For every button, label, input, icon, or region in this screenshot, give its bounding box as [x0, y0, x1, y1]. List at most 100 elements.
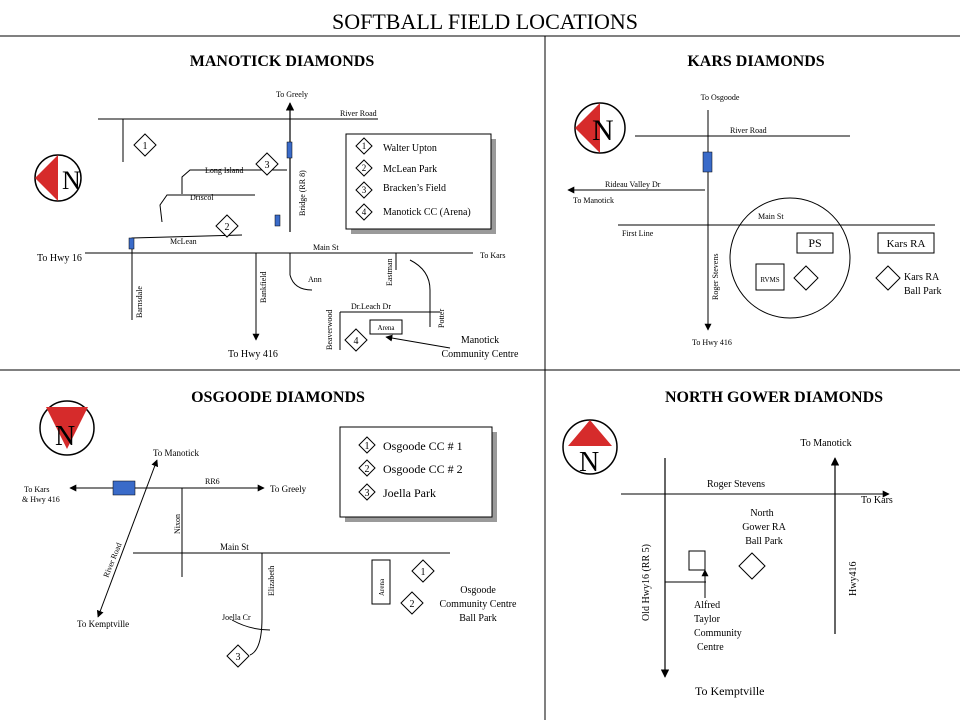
kars-rvms-box — [755, 263, 785, 291]
north-gower-alfred-2: Taylor — [694, 614, 721, 625]
kars-field-marker — [702, 151, 713, 173]
manotick-to-kars: To Kars — [480, 251, 505, 260]
north-gower-section: NORTH GOWER DIAMONDS N To Manotick Roger… — [562, 389, 893, 698]
svg-text:Osgoode CC # 1: Osgoode CC # 1 — [383, 439, 463, 453]
manotick-to-greely: To Greely — [276, 90, 308, 99]
kars-main-st: Main St — [758, 212, 784, 221]
kars-to-osgoode: To Osgoode — [701, 93, 740, 102]
svg-text:4: 4 — [354, 336, 359, 347]
north-gower-compass-icon: N — [562, 419, 618, 478]
kars-ra-box — [877, 232, 935, 254]
osgoode-heading: OSGOODE DIAMONDS — [191, 389, 365, 406]
manotick-to-hwy416: To Hwy 416 — [228, 349, 278, 360]
manotick-community-centre-2: Community Centre — [442, 349, 520, 360]
osgoode-legend-item: 2 Osgoode CC # 2 — [358, 459, 463, 477]
osgoode-marker: 2 — [400, 591, 424, 615]
manotick-community-centre-1: Manotick — [461, 335, 499, 346]
manotick-section: MANOTICK DIAMONDS N — [34, 53, 520, 360]
north-gower-alfred-1: Alfred — [694, 600, 720, 611]
manotick-legend-item: 2 McLean Park — [355, 159, 437, 177]
kars-ps-box — [796, 232, 834, 254]
manotick-legend-item: 3 Bracken’s Field — [355, 181, 446, 199]
manotick-dr-leach: Dr.Leach Dr — [351, 302, 391, 311]
kars-to-hwy416: To Hwy 416 — [692, 338, 732, 347]
osgoode-field-marker — [112, 480, 136, 496]
svg-text:1: 1 — [362, 141, 367, 151]
manotick-bridge-marker — [286, 141, 293, 159]
svg-text:3: 3 — [365, 488, 370, 499]
manotick-compass-letter: N — [62, 166, 81, 195]
north-gower-to-manotick: To Manotick — [800, 438, 851, 449]
manotick-compass-icon: N — [34, 154, 82, 202]
north-gower-heading: NORTH GOWER DIAMONDS — [665, 389, 883, 406]
osgoode-rr6: RR6 — [205, 477, 220, 486]
osgoode-marker: 1 — [411, 559, 435, 583]
osgoode-legend: 1 Osgoode CC # 1 2 Osgoode CC # 2 3 Joel… — [339, 426, 497, 522]
manotick-legend-item: 1 Walter Upton — [355, 137, 437, 155]
svg-text:3: 3 — [362, 185, 367, 195]
north-gower-alfred-4: Centre — [697, 642, 724, 653]
north-gower-cc-box — [688, 550, 706, 571]
manotick-long-island: Long Island — [205, 166, 243, 175]
north-gower-to-kars: To Kars — [861, 495, 893, 506]
manotick-mclean: McLean — [170, 237, 197, 246]
manotick-marker: 4 — [344, 328, 368, 352]
north-gower-roger-stevens: Roger Stevens — [707, 479, 765, 490]
osgoode-to-greely: To Greely — [270, 484, 307, 494]
manotick-field-marker — [274, 214, 281, 227]
svg-text:Manotick CC (Arena): Manotick CC (Arena) — [383, 207, 471, 218]
manotick-main-st: Main St — [313, 243, 339, 252]
manotick-beaverwood: Beaverwood — [325, 310, 334, 350]
svg-text:Walter Upton: Walter Upton — [383, 143, 437, 154]
manotick-barnsdale: Barnsdale — [135, 286, 144, 318]
manotick-arena-box — [369, 319, 403, 335]
osgoode-to-kars-2: & Hwy 416 — [22, 495, 60, 504]
svg-text:3: 3 — [265, 160, 270, 171]
north-gower-old-hwy16: Old Hwy16 (RR 5) — [641, 544, 652, 621]
osgoode-compass-letter: N — [55, 421, 75, 452]
manotick-potter: Potter — [437, 309, 446, 328]
svg-text:2: 2 — [225, 222, 230, 233]
osgoode-nixon: Nixon — [173, 514, 182, 534]
north-gower-hwy416: Hwy416 — [848, 562, 859, 596]
manotick-legend: 1 Walter Upton 2 McLean Park 3 Bracken’s… — [345, 133, 496, 234]
svg-text:1: 1 — [365, 441, 370, 452]
kars-heading: KARS DIAMONDS — [687, 53, 824, 70]
svg-text:3: 3 — [236, 652, 241, 663]
north-gower-compass-letter: N — [579, 447, 599, 478]
svg-text:4: 4 — [362, 207, 367, 217]
manotick-river-road: River Road — [340, 109, 377, 118]
manotick-legend-item: 4 Manotick CC (Arena) — [355, 203, 471, 221]
svg-text:1: 1 — [143, 141, 148, 152]
north-gower-ball-park-1: North — [750, 508, 773, 519]
osgoode-arena-label: Arena — [378, 578, 386, 596]
quadrant-grid — [0, 35, 960, 720]
manotick-bankfield: Bankfield — [259, 271, 268, 303]
osgoode-to-manotick: To Manotick — [153, 448, 200, 458]
osgoode-marker: 3 — [226, 644, 250, 668]
osgoode-to-kemptville: To Kemptville — [77, 619, 129, 629]
kars-river-road: River Road — [730, 126, 767, 135]
north-gower-alfred-3: Community — [694, 628, 742, 639]
osgoode-joella-cr: Joella Cr — [222, 613, 251, 622]
manotick-marker: 3 — [255, 152, 279, 176]
osgoode-centre-1: Osgoode — [460, 585, 496, 596]
osgoode-section: OSGOODE DIAMONDS N Arena 1 2 — [22, 389, 518, 668]
kars-roger-stevens: Roger Stevens — [711, 254, 720, 300]
svg-text:McLean Park: McLean Park — [383, 164, 437, 175]
kars-rideau-valley: Rideau Valley Dr — [605, 180, 661, 189]
osgoode-to-kars-1: To Kars — [24, 485, 49, 494]
osgoode-centre-2: Community Centre — [440, 599, 518, 610]
kars-ball-park-1: Kars RA — [904, 272, 940, 283]
manotick-driscol: Driscol — [190, 193, 214, 202]
svg-text:2: 2 — [365, 464, 370, 475]
manotick-bridge-label: Bridge (RR 8) — [298, 170, 307, 216]
kars-section: KARS DIAMONDS N PS Kars RA RVMS To Osgoo… — [567, 53, 942, 347]
svg-text:2: 2 — [410, 599, 415, 610]
kars-ball-park-2: Ball Park — [904, 286, 942, 297]
osgoode-centre-3: Ball Park — [459, 613, 497, 624]
manotick-heading: MANOTICK DIAMONDS — [190, 53, 375, 70]
manotick-marker: 2 — [215, 214, 239, 238]
svg-text:Joella Park: Joella Park — [383, 486, 436, 500]
kars-rvms-label: RVMS — [760, 276, 779, 284]
